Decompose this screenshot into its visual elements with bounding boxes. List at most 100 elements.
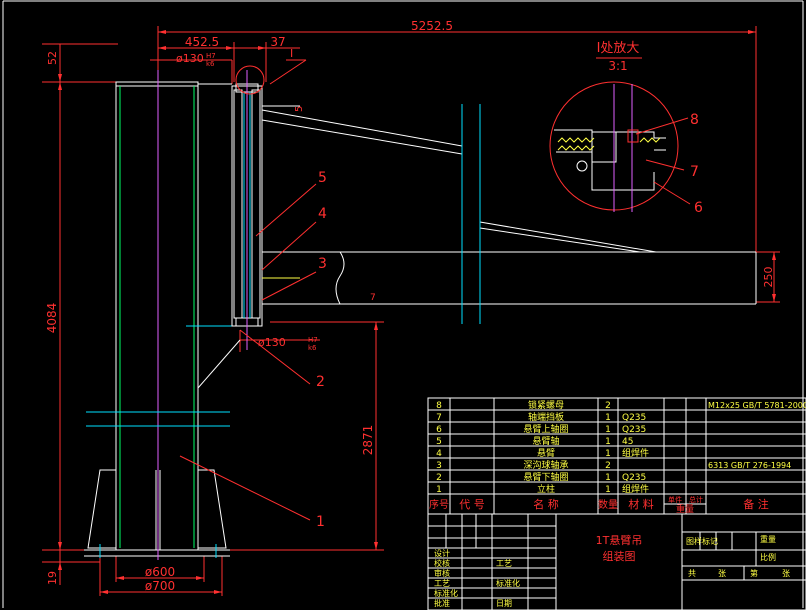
callout-7: 7 (690, 164, 699, 180)
small-5-dim: 5 (294, 106, 305, 112)
bom-no: 8 (436, 401, 442, 411)
bom-no: 4 (436, 449, 442, 459)
tb-sheet-no: 第 (750, 568, 758, 578)
bom-head-qty: 数量 (598, 498, 618, 511)
cantilever-arm (261, 105, 757, 305)
bom-qty: 2 (605, 461, 611, 471)
title-row-labels: 设计 校核 审核 工艺 标准化 批准 工艺 标准化 日期 (434, 548, 520, 608)
tb-mid-standard: 标准化 (496, 578, 520, 588)
callout-8: 8 (690, 112, 699, 128)
bom-qty: 1 (605, 413, 611, 423)
top-52-dim: 52 (46, 51, 59, 65)
drawing-title-line2: 组装图 (603, 549, 636, 563)
title-right-labels: 图样标记 重量 比例 共 张 第 张 (686, 534, 790, 578)
gap-37-dim: 37 (270, 35, 285, 49)
callout-6: 6 (694, 200, 703, 216)
bom-mat: 组焊件 (622, 447, 649, 459)
bom-head-no: 序号 (429, 498, 449, 511)
bom-name: 悬臂上轴圈 (523, 423, 568, 435)
tb-weight-label: 重量 (760, 534, 776, 544)
callout-5: 5 (318, 170, 327, 186)
break-line (335, 251, 345, 305)
tb-sheet-unit-a: 张 (718, 569, 726, 578)
tb-mark-label: 图样标记 (686, 536, 718, 546)
detail-marker-label: I (290, 47, 293, 60)
left-dimensions (42, 43, 118, 585)
small-mark-dim: 7 (370, 293, 376, 303)
base-dimensions (99, 556, 223, 596)
detail-nut (627, 129, 639, 143)
beam-250-dim-lines (756, 251, 780, 303)
shaft-inner (243, 92, 251, 318)
detail-leaders (635, 117, 691, 205)
detail-title: I处放大 (597, 41, 640, 56)
callout-1: 1 (316, 514, 325, 530)
drawing-title: 1T悬臂吊 组装图 (596, 534, 643, 563)
tb-mid-date: 日期 (496, 599, 512, 608)
callout-4: 4 (318, 206, 327, 222)
callout-3: 3 (318, 256, 327, 272)
bom-head-weight: 重量 (676, 503, 694, 515)
base-dim-arrows (100, 576, 222, 594)
height-2871-dim-lines (222, 321, 384, 551)
base-dia-600-dim: ø600 (145, 565, 175, 579)
tb-label-check: 校核 (434, 558, 450, 568)
column-rings (86, 325, 236, 427)
bom-no: 3 (436, 461, 442, 471)
detail-thread-marks (557, 137, 661, 151)
bom-row: 5 悬臂轴 1 45 (436, 435, 633, 447)
top-dim-arrows (158, 30, 756, 50)
top-tol-h7: H7 (206, 52, 216, 60)
bom-row: 8 锁紧螺母 2 M12x25 GB/T 5781-2000 (436, 399, 806, 411)
bom-row: 7 轴端挡板 1 Q235 (436, 411, 646, 423)
column-inner-walls (119, 86, 195, 548)
detail-geometry (554, 129, 666, 191)
bom-head-unit: 单件 (668, 495, 682, 504)
bottom-dia-130-dim: ø130 (258, 336, 286, 349)
arm-plates (461, 104, 481, 324)
bom-header: 序号 代 号 名 称 数量 材 料 单件 总计 重量 备 注 (429, 495, 769, 515)
bom-name: 轴端挡板 (528, 411, 564, 423)
bom-no: 5 (436, 437, 442, 447)
bottom-tol-h7: H7 (308, 336, 318, 344)
bom-head-total: 总计 (689, 495, 703, 504)
bom-qty: 1 (605, 485, 611, 495)
bom-head-name: 名 称 (533, 497, 559, 511)
bom-qty: 1 (605, 425, 611, 435)
bom-no: 1 (436, 485, 442, 495)
drawing-title-line1: 1T悬臂吊 (596, 534, 643, 547)
bom-row: 6 悬臂上轴圈 1 Q235 (436, 423, 646, 435)
bom-qty: 2 (605, 401, 611, 411)
beam-250-arrows (772, 252, 776, 302)
base-dia-700-dim: ø700 (145, 579, 175, 593)
left-dim-arrows (58, 74, 62, 570)
overall-width-dim: 5252.5 (411, 19, 453, 33)
height-2871-dim: 2871 (361, 425, 375, 456)
bom-head-code: 代 号 (459, 498, 485, 511)
bom-no: 6 (436, 425, 442, 435)
bom-qty: 1 (605, 473, 611, 483)
base-19-dim: 19 (46, 571, 59, 585)
tb-label-process: 工艺 (434, 579, 450, 588)
bom-no: 7 (436, 413, 442, 423)
bom-row: 1 立柱 1 组焊件 (436, 483, 649, 495)
bom-grid (427, 397, 806, 515)
bom-mat: Q235 (622, 413, 646, 423)
bom-rows: 8 锁紧螺母 2 M12x25 GB/T 5781-2000 7 轴端挡板 1 … (436, 399, 806, 495)
height-2871-arrows (374, 322, 378, 550)
base-bolts (99, 544, 217, 558)
height-4084-dim: 4084 (45, 303, 59, 334)
top-tol-k6: k6 (206, 60, 215, 68)
detail-centerlines (613, 84, 633, 212)
left-offset-dim: 452.5 (185, 35, 219, 49)
bom-row: 4 悬臂 1 组焊件 (436, 447, 649, 459)
callout-leaders (179, 183, 317, 521)
tb-label-review: 审核 (434, 568, 450, 578)
bom-note: M12x25 GB/T 5781-2000 (708, 401, 806, 410)
tb-label-approve: 批准 (434, 598, 450, 608)
bom-mat: Q235 (622, 425, 646, 435)
bom-name: 锁紧螺母 (528, 399, 564, 411)
top-dimensions (150, 26, 757, 252)
